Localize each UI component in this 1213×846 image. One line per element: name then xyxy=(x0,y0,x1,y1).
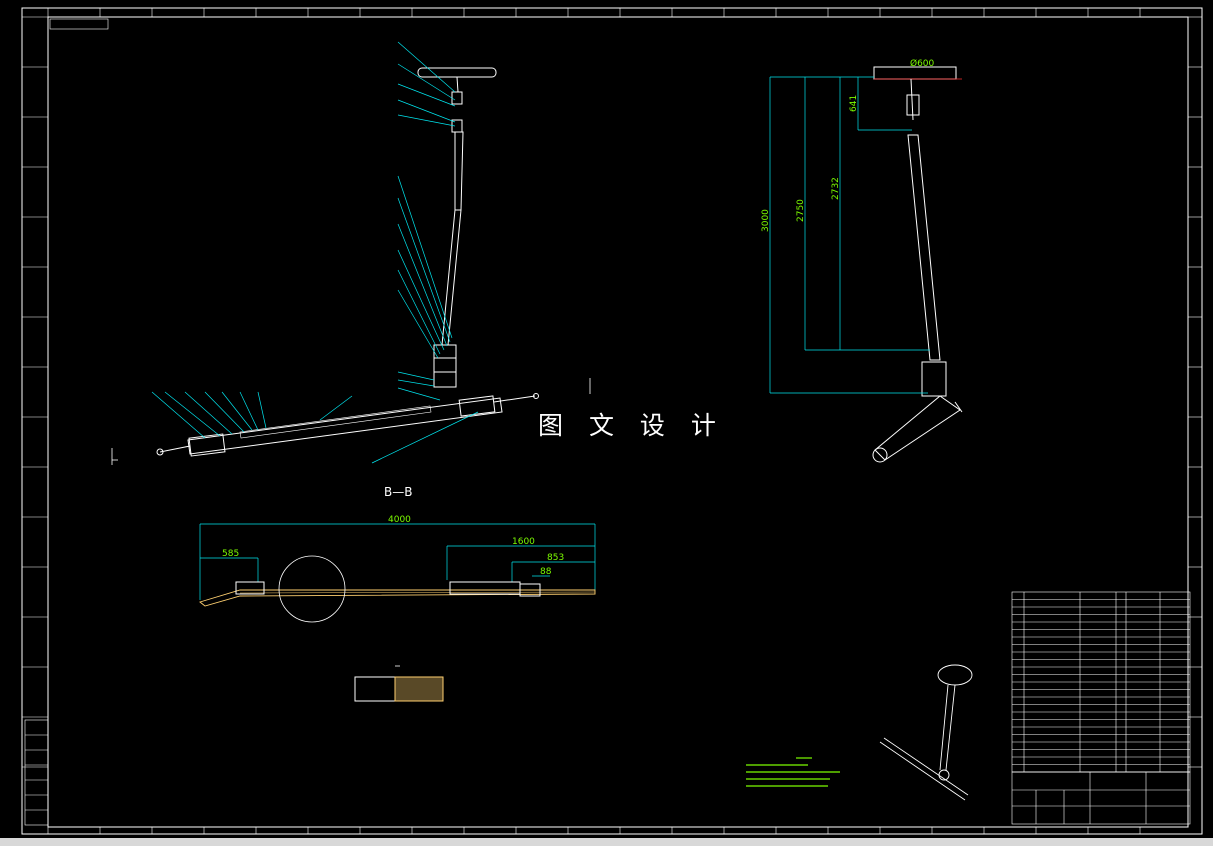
dim-4000: 4000 xyxy=(388,515,411,525)
column-side-view xyxy=(907,134,941,361)
tie-rod-end-left xyxy=(156,448,164,456)
side-view: Ø600 3000 2750 2732 641 xyxy=(761,58,963,463)
rack-section xyxy=(199,589,596,607)
dim-2750: 2750 xyxy=(796,199,806,222)
status-strip xyxy=(0,838,1213,846)
dim-853: 853 xyxy=(547,553,564,563)
parts-list-table xyxy=(1011,591,1191,773)
inner-frame xyxy=(47,16,1189,828)
rack-housing xyxy=(187,397,503,455)
rack-side-view xyxy=(874,395,961,461)
dim-641: 641 xyxy=(849,95,859,112)
main-assembly-view xyxy=(111,41,591,465)
steering-column-upper xyxy=(454,131,464,211)
rack-boot-right xyxy=(458,395,496,417)
dim-3000: 3000 xyxy=(761,209,771,232)
dim-88: 88 xyxy=(540,567,552,577)
technical-notes xyxy=(746,757,840,787)
dim-2732: 2732 xyxy=(831,177,841,200)
dim-1600: 1600 xyxy=(512,537,535,547)
section-label: B—B xyxy=(384,485,413,499)
watermark: 图 文 设 计 xyxy=(538,411,725,440)
isometric-view xyxy=(879,664,973,801)
drawing-number-box xyxy=(49,18,109,30)
dim-diameter-600: Ø600 xyxy=(910,58,935,69)
detail-circle xyxy=(278,555,346,623)
tie-rod-end-right xyxy=(533,393,539,399)
left-info-blocks xyxy=(24,719,49,826)
zone-ticks xyxy=(22,8,1202,834)
outer-frame xyxy=(21,7,1203,835)
universal-joint xyxy=(433,344,457,388)
dim-585: 585 xyxy=(222,549,239,559)
section-view: 4000 1600 585 853 88 xyxy=(199,515,596,702)
title-block xyxy=(1011,771,1191,825)
steering-shaft xyxy=(441,209,462,346)
rack-boot-left xyxy=(188,433,226,457)
